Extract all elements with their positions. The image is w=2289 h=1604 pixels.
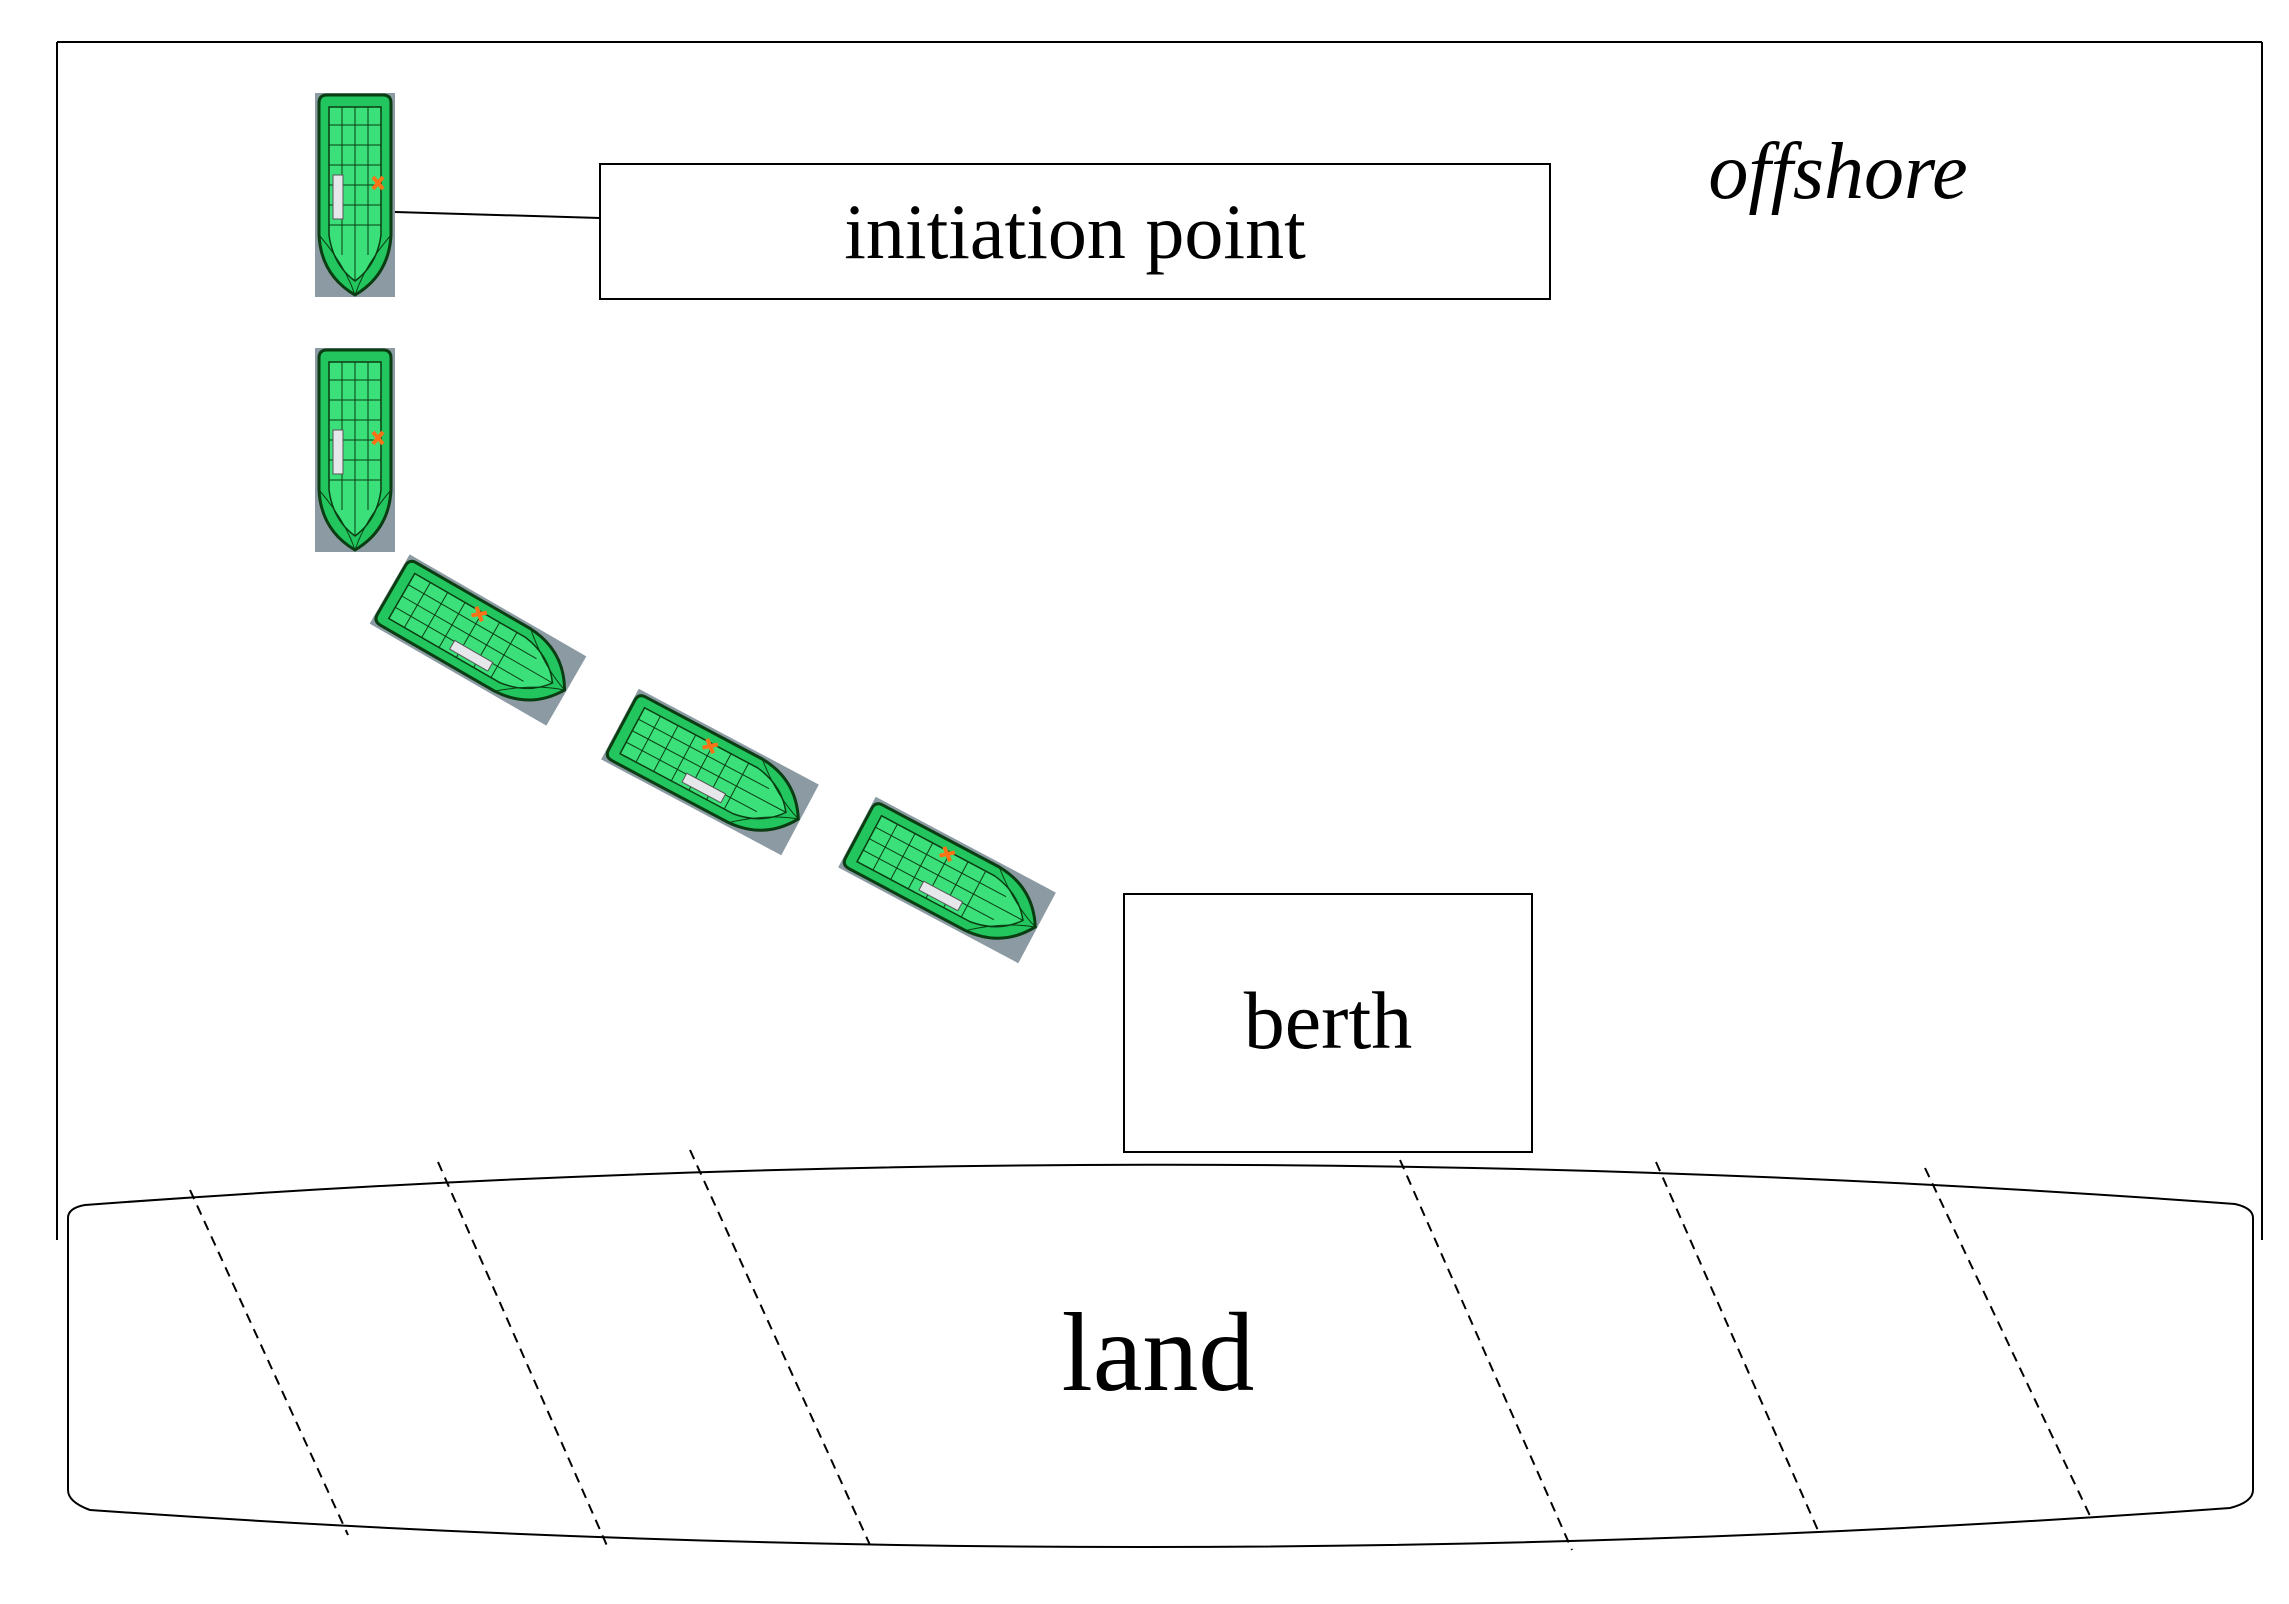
- offshore-label: offshore: [1708, 128, 1967, 216]
- initiation-point-box: [599, 163, 1551, 300]
- land-hatching: [189, 1149, 2093, 1551]
- boat-1: [313, 91, 397, 299]
- berth-label: berth: [1244, 975, 1412, 1066]
- boat-4: [601, 689, 819, 855]
- berth-box: [1123, 893, 1533, 1153]
- boat-5: [838, 797, 1056, 963]
- boat-3: [367, 552, 589, 728]
- frame: [56, 41, 2263, 1240]
- boat-2: [313, 346, 397, 554]
- initiation-point-label: initiation point: [844, 188, 1306, 275]
- land-shape: [67, 1163, 2254, 1549]
- land-label: land: [1062, 1291, 1255, 1415]
- initiation-leader-line: [394, 211, 601, 219]
